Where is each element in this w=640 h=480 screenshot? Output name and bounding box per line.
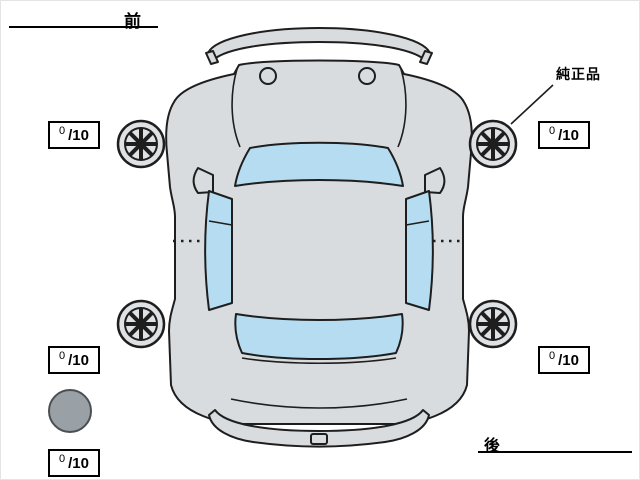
wheel-front-right: [468, 119, 518, 169]
genuine-part-label: 純正品: [556, 66, 601, 82]
tread-score-spare: 0 /10: [48, 449, 100, 477]
tread-denominator: /10: [558, 351, 579, 369]
front-underline: [9, 26, 158, 28]
right-side-window: [405, 190, 434, 311]
hood-hinge-left: [259, 67, 277, 85]
left-side-window: [204, 190, 233, 311]
rear-label: 後: [484, 438, 502, 455]
tread-score-rear-left: 0 /10: [48, 346, 100, 374]
tread-denominator: /10: [68, 126, 89, 144]
rear-window: [234, 313, 404, 360]
front-bumper: [205, 27, 433, 65]
rear-underline: [478, 451, 632, 453]
wheel-front-left: [116, 119, 166, 169]
genuine-part-leader-line: [510, 84, 554, 125]
wheel-rear-right: [468, 299, 518, 349]
windshield: [234, 141, 404, 187]
window-pillar-lines: [208, 220, 430, 226]
right-mirror: [424, 167, 446, 194]
tread-value: 0: [549, 125, 556, 137]
rear-bumper: [208, 409, 430, 448]
hood-hinge-right: [358, 67, 376, 85]
tread-score-front-left: 0 /10: [48, 121, 100, 149]
tread-value: 0: [549, 350, 556, 362]
spare-tire-icon: [48, 389, 92, 433]
tread-value: 0: [59, 453, 66, 465]
wheel-rear-left: [116, 299, 166, 349]
tread-value: 0: [59, 350, 66, 362]
tread-score-front-right: 0 /10: [538, 121, 590, 149]
tread-value: 0: [59, 125, 66, 137]
tread-denominator: /10: [68, 454, 89, 472]
tread-score-rear-right: 0 /10: [538, 346, 590, 374]
tread-denominator: /10: [68, 351, 89, 369]
left-mirror: [192, 167, 214, 194]
front-label: 前: [124, 12, 142, 31]
body-detail-lines: [230, 68, 408, 409]
tread-denominator: /10: [558, 126, 579, 144]
